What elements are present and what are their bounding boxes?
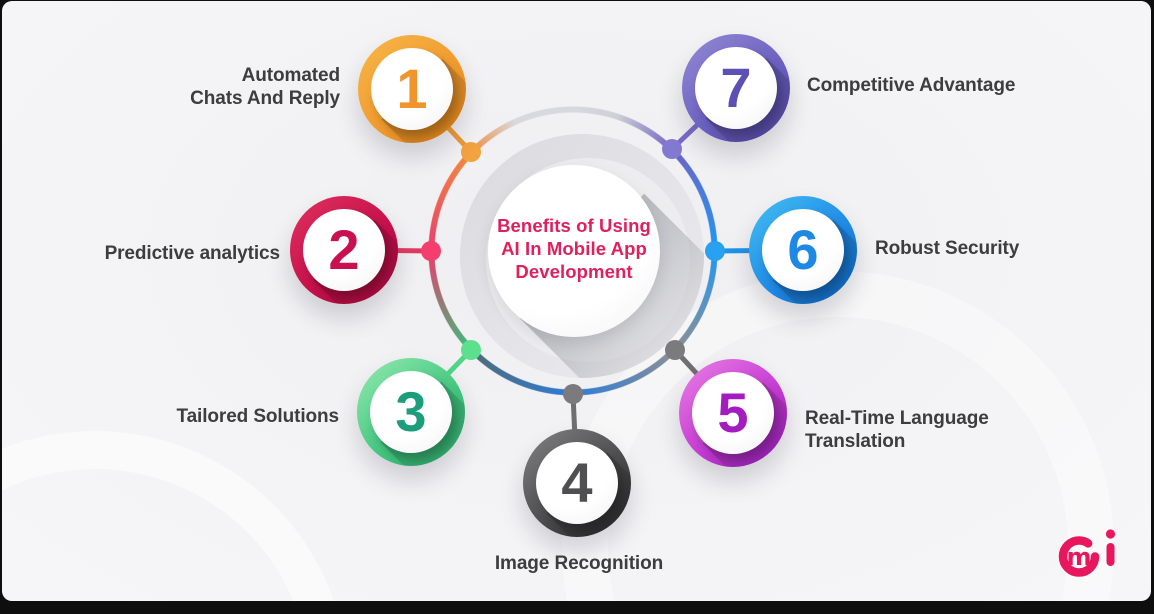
node-circle-2: 2 [290, 196, 398, 304]
node-ring [523, 429, 631, 537]
node-label-4: Image Recognition [429, 552, 729, 575]
center-title: Benefits of Using AI In Mobile App Devel… [464, 214, 684, 283]
logo-letter-i-dot [1105, 529, 1116, 539]
background-swoosh [2, 431, 348, 601]
node-number: 5 [717, 380, 749, 444]
node-label-1: Automated Chats And Reply [140, 64, 340, 110]
node-circle-3: 3 [357, 358, 465, 466]
label-line: Predictive analytics [104, 243, 281, 264]
node-inner-circle [370, 371, 452, 453]
node-circle-4: 4 [523, 429, 631, 537]
label-line: Chats And Reply [190, 88, 340, 109]
node-label-7: Competitive Advantage [807, 74, 1067, 97]
node-inner-circle [695, 47, 777, 129]
node-label-6: Robust Security [875, 237, 1115, 260]
node-ring [357, 358, 465, 466]
center-title-line: Benefits of Using [497, 215, 651, 236]
node-inner-circle [692, 372, 774, 454]
node-inner-circle [303, 209, 385, 291]
mi-logo-icon: m [1058, 529, 1116, 577]
node-number: 7 [720, 55, 752, 119]
node-number: 6 [787, 217, 819, 281]
node-circle-6: 6 [749, 196, 857, 304]
node-number: 2 [328, 217, 360, 281]
center-title-line: Development [515, 261, 633, 282]
node-label-3: Tailored Solutions [139, 405, 339, 428]
center-title-line: AI In Mobile App [501, 238, 647, 259]
label-line: Translation [805, 431, 906, 452]
node-circle-5: 5 [679, 359, 787, 467]
label-line: Real-Time Language [805, 408, 989, 429]
infographic-frame: Benefits of Using AI In Mobile App Devel… [2, 1, 1151, 601]
center-plate: Benefits of Using AI In Mobile App Devel… [460, 134, 704, 378]
logo-letter-i-stem [1106, 543, 1115, 566]
node-label-2: Predictive analytics [80, 242, 281, 265]
label-line: Tailored Solutions [176, 406, 339, 427]
node-ring [358, 35, 466, 143]
node-circle-7: 7 [682, 34, 790, 142]
node-ring [679, 359, 787, 467]
label-line: Automated [241, 65, 340, 86]
node-inner-circle [371, 48, 453, 130]
node-inner-circle [536, 442, 618, 524]
logo-ring [1058, 536, 1100, 577]
node-ring [749, 196, 857, 304]
node-number: 3 [395, 379, 427, 443]
label-line: Robust Security [875, 238, 1020, 259]
node-number: 1 [396, 56, 428, 120]
logo-letter-m: m [1066, 543, 1091, 571]
label-line: Image Recognition [494, 553, 664, 574]
label-line: Competitive Advantage [807, 75, 1016, 96]
node-circle-1: 1 [358, 35, 466, 143]
center-circle: Benefits of Using AI In Mobile App Devel… [488, 165, 660, 337]
node-number: 4 [561, 450, 593, 514]
node-ring [290, 196, 398, 304]
node-label-5: Real-Time Language Translation [805, 407, 1045, 453]
node-inner-circle [762, 209, 844, 291]
node-ring [682, 34, 790, 142]
